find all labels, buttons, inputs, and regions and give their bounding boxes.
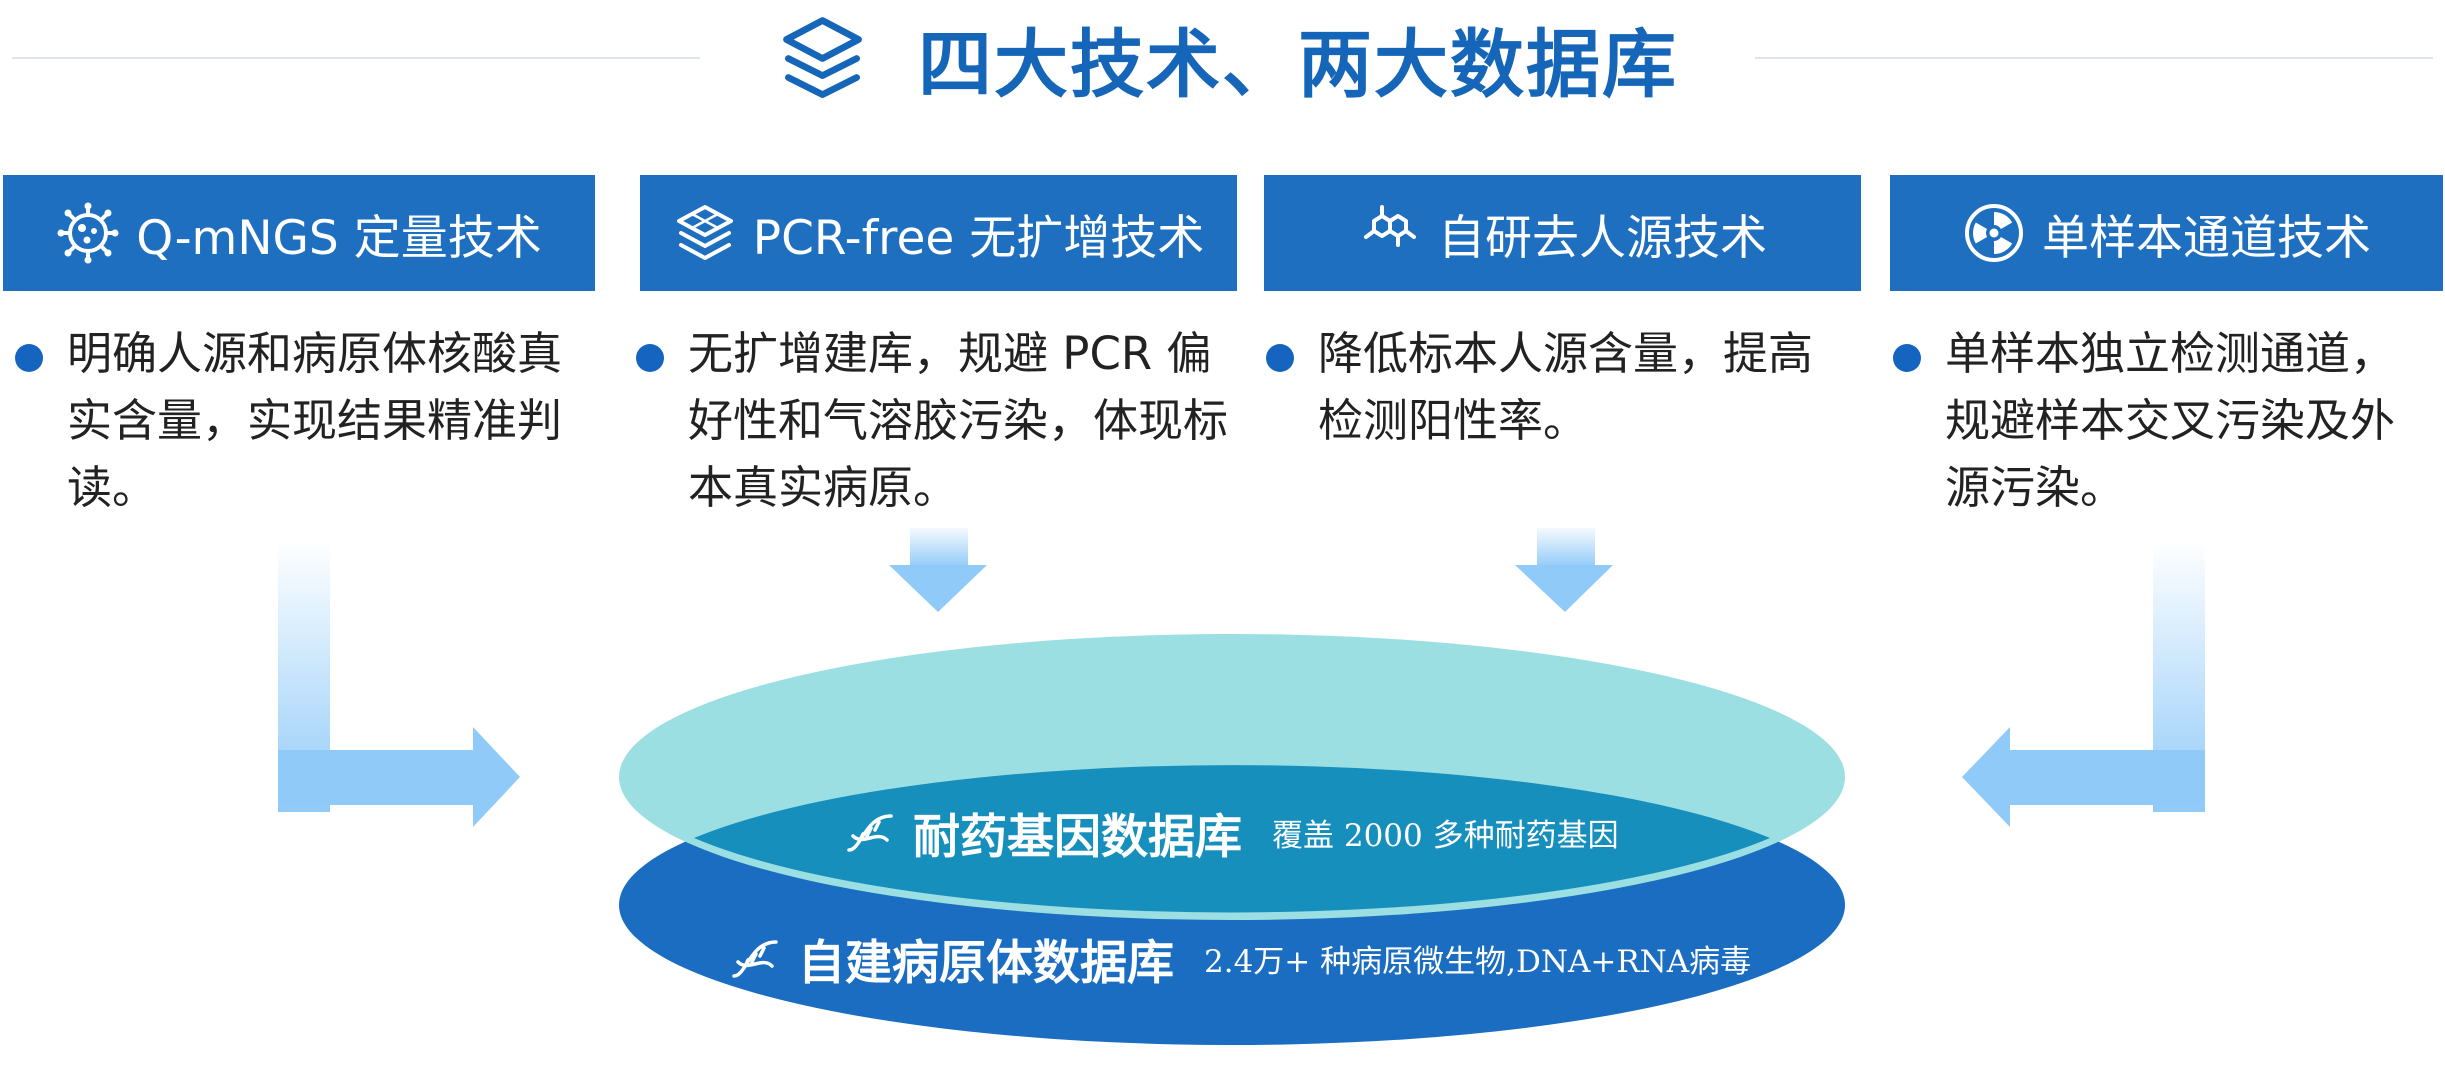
pathogen-database-label: 自建病原体数据库 2.4万+ 种病原微生物,DNA+RNA病毒 — [728, 924, 1751, 993]
technique-label: 单样本通道技术 — [2042, 210, 2371, 266]
database-note: 2.4万+ 种病原微生物,DNA+RNA病毒 — [1204, 944, 1752, 980]
resistance-database-label: 耐药基因数据库 覆盖 2000 多种耐药基因 — [843, 798, 1619, 867]
arrow-down-right — [1515, 528, 1613, 612]
radiation-icon — [1965, 204, 2023, 262]
description-text: 无扩增建库，规避 PCR 偏好性和气溶胶污染，体现标本真实病原。 — [688, 327, 1229, 514]
bullet-dot — [15, 344, 43, 372]
dna-icon — [847, 813, 893, 852]
virus-icon — [57, 202, 119, 264]
molecule-icon — [1364, 205, 1416, 247]
arrow-left-elbow — [278, 540, 520, 827]
arrow-down-left — [889, 528, 987, 612]
stack-layers-icon — [783, 16, 862, 98]
technique-label: Q-mNGS 定量技术 — [136, 210, 542, 266]
database-note: 覆盖 2000 多种耐药基因 — [1272, 818, 1619, 854]
title-rule-right — [1755, 57, 2433, 59]
title-block: 四大技术、两大数据库 — [775, 8, 1678, 108]
technique-banner-single-sample: 单样本通道技术 — [1890, 175, 2443, 291]
description-text: 单样本独立检测通道，规避样本交叉污染及外源污染。 — [1945, 327, 2396, 514]
stack-layers-icon — [676, 205, 733, 260]
title-rule-left — [12, 57, 700, 59]
technique-banner-pcr-free: PCR-free 无扩增技术 — [640, 175, 1237, 291]
page-title: 四大技术、两大数据库 — [918, 21, 1678, 108]
technique-label: 自研去人源技术 — [1438, 210, 1767, 266]
technique-banner-dehost: 自研去人源技术 — [1264, 175, 1861, 291]
technique-label: PCR-free 无扩增技术 — [752, 210, 1205, 266]
dna-icon — [732, 939, 778, 978]
technique-description-qmngs: 明确人源和病原体核酸真实含量，实现结果精准判读。 — [15, 320, 585, 521]
database-name: 耐药基因数据库 — [913, 810, 1242, 865]
bullet-dot — [636, 344, 664, 372]
bullet-dot — [1893, 344, 1921, 372]
technique-banner-qmngs: Q-mNGS 定量技术 — [3, 175, 595, 291]
ellipse-overlap — [694, 765, 1770, 913]
technique-description-dehost: 降低标本人源含量，提高检测阳性率。 — [1266, 320, 1846, 454]
arrow-right-elbow — [1962, 540, 2205, 827]
technique-description-pcr-free: 无扩增建库，规避 PCR 偏好性和气溶胶污染，体现标本真实病原。 — [636, 320, 1236, 521]
database-name: 自建病原体数据库 — [798, 936, 1174, 991]
description-text: 降低标本人源含量，提高检测阳性率。 — [1318, 327, 1814, 447]
technique-description-single-sample: 单样本独立检测通道，规避样本交叉污染及外源污染。 — [1893, 320, 2438, 521]
description-text: 明确人源和病原体核酸真实含量，实现结果精准判读。 — [67, 327, 563, 514]
bullet-dot — [1266, 344, 1294, 372]
